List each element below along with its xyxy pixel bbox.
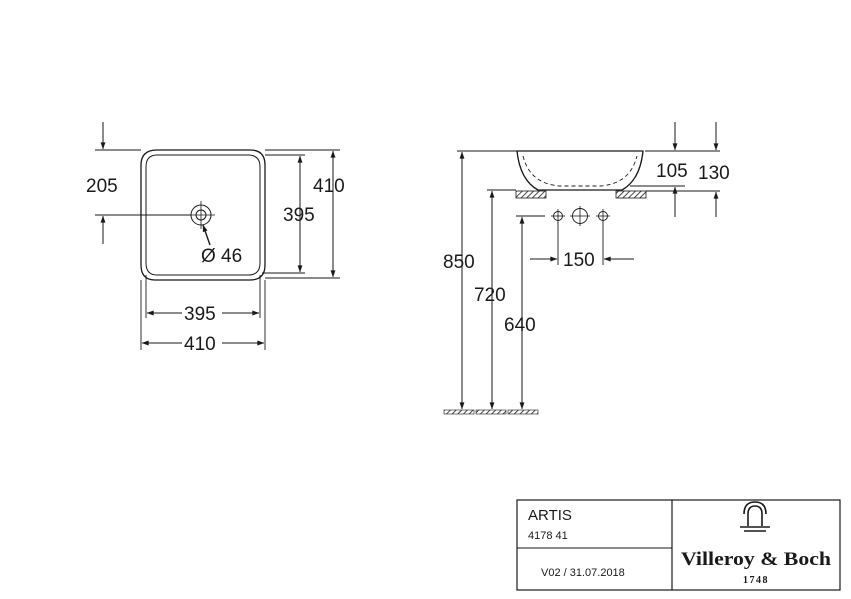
dim-hole-diameter-label: Ø 46 [201,246,242,267]
bowl-profile [516,150,644,191]
waste-hole-symbol [187,201,215,229]
bowl-inner-dashed [522,155,638,187]
dim-410-vertical-label: 410 [313,176,345,197]
dim-850-label: 850 [443,252,475,273]
hole-leader-line [202,224,211,246]
dim-105-label: 105 [656,161,688,182]
basin-outer-outline [140,149,266,281]
dim-640-label: 640 [504,315,536,336]
dim-395-horizontal-label: 395 [184,304,216,325]
version-date: V02 / 31.07.2018 [541,567,625,579]
brand-logo-icon [740,501,770,532]
dim-205-label: 205 [86,176,118,197]
floor-pad-1 [443,409,475,415]
dim-720-label: 720 [474,285,506,306]
countertop-left [515,190,547,199]
title-block: ARTIS 4178 41 V02 / 31.07.2018 Villeroy … [516,499,841,591]
dim-130-label: 130 [698,163,730,184]
brand-name: Villeroy & Boch [681,549,831,570]
floor-pad-2 [475,409,507,415]
dim-150-label: 150 [563,250,595,271]
side-view [443,122,720,415]
top-view [95,122,340,350]
brand-year: 1748 [743,575,769,586]
side-view-labels: 105 130 150 850 720 640 [443,160,736,336]
floor-pad-3 [507,409,539,415]
article-number: 4178 41 [528,530,568,542]
product-name: ARTIS [528,507,572,524]
countertop-right [615,190,647,199]
dim-410-horizontal-label: 410 [184,334,216,355]
basin-inner-outline [145,154,261,276]
dim-395-vertical-label: 395 [283,205,315,226]
top-view-labels: 205 Ø 46 395 410 395 410 [86,176,345,355]
tap-holes [551,206,610,226]
